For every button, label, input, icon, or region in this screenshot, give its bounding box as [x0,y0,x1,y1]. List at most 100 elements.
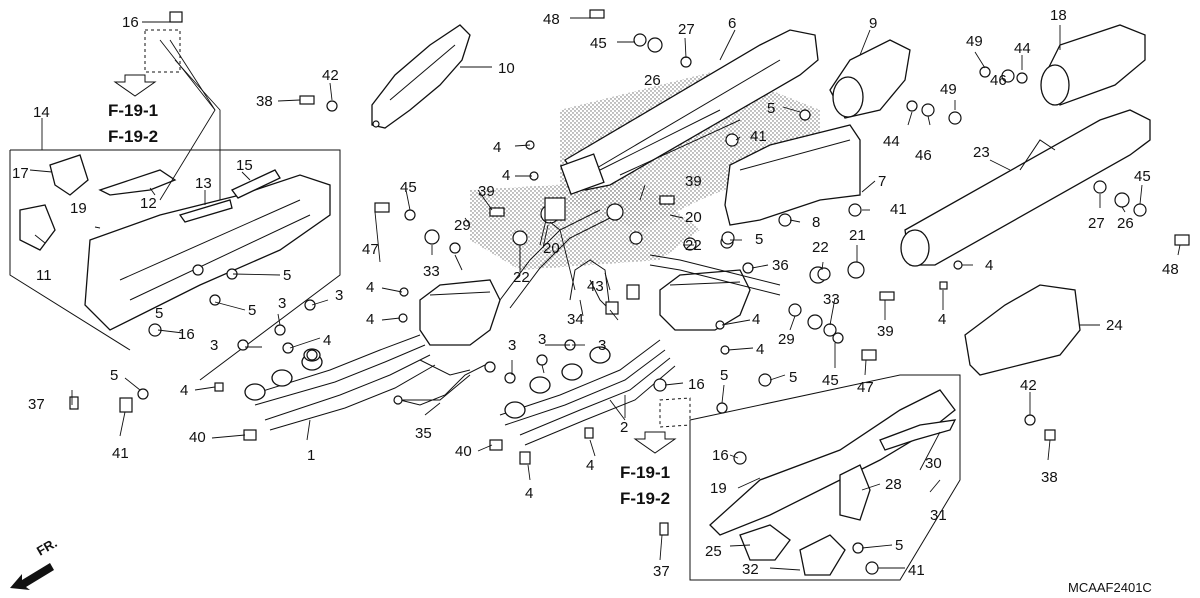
part-label: 14 [33,104,50,121]
reference-arrows [113,74,677,454]
part-label: 43 [587,278,604,295]
part-label: 16 [178,326,195,343]
part-label: 22 [685,237,702,254]
diagram-code: MCAAF2401C [1068,580,1152,595]
part-label: 4 [502,167,510,184]
part-label: 21 [849,227,866,244]
part-label: 19 [70,200,87,217]
catalyst-right [659,269,751,331]
end-cap-18 [1040,24,1146,106]
part-label: 30 [925,455,942,472]
part-label: 4 [366,279,374,296]
part-label: 32 [742,561,759,578]
part-label: 1 [307,447,315,464]
part-label: 44 [883,133,900,150]
part-label: 18 [1050,7,1067,24]
part-label: 4 [752,311,760,328]
part-label: 4 [756,341,764,358]
part-label: 20 [543,240,560,257]
heat-shield-10 [371,24,471,129]
part-label: 38 [1041,469,1058,486]
part-label: 44 [1014,40,1031,57]
part-label: 16 [122,14,139,31]
ref-bottom-2[interactable]: F-19-2 [620,489,670,508]
part-label: 36 [772,257,789,274]
part-label: 17 [12,165,29,182]
part-label: 42 [1020,377,1037,394]
part-label: 41 [750,128,767,145]
heat-shield-24 [964,284,1081,376]
part-label: 39 [877,323,894,340]
part-label: 16 [688,376,705,393]
lower-right-shields [709,389,957,576]
part-label: 26 [1117,215,1134,232]
part-label: 13 [195,175,212,192]
part-label: 5 [895,537,903,554]
ref-top-2[interactable]: F-19-2 [108,127,158,146]
part-label: 41 [112,445,129,462]
part-label: 39 [685,173,702,190]
part-label: 16 [712,447,729,464]
part-label: 45 [822,372,839,389]
shaded-area [470,70,820,270]
part-label: 37 [28,396,45,413]
left-shield-body [19,154,331,331]
reference-dashed-boxes [144,29,691,428]
part-label: 35 [415,425,432,442]
part-label: 45 [590,35,607,52]
part-label: 5 [283,267,291,284]
part-label: 5 [789,369,797,386]
part-label: 20 [685,209,702,226]
part-label: 29 [778,331,795,348]
part-label: 23 [973,144,990,161]
part-label: 48 [1162,261,1179,278]
front-direction-label: FR. [34,535,60,558]
part-label: 10 [498,60,515,77]
part-label: 3 [278,295,286,312]
part-label: 29 [454,217,471,234]
leader-lines [29,17,1181,571]
part-label: 37 [653,563,670,580]
part-label: 40 [455,443,472,460]
part-label: 22 [812,239,829,256]
part-label: 5 [720,367,728,384]
part-label: 28 [885,476,902,493]
part-label: 31 [930,507,947,524]
part-label: 27 [678,21,695,38]
part-label: 5 [155,305,163,322]
part-label: 4 [493,139,501,156]
right-group-frame [689,374,961,581]
heat-shield-7 [724,124,861,226]
part-label: 3 [538,331,546,348]
front-direction-arrow: FR. [10,535,60,590]
part-label: 26 [644,72,661,89]
catalyst-left [419,279,501,346]
part-label: 4 [586,457,594,474]
part-label: 46 [990,72,1007,89]
part-labels: 1 2 3 3 3 3 3 3 4 4 4 4 4 4 4 4 4 4 4 4 … [12,7,1179,580]
part-label: 27 [1088,215,1105,232]
part-label: 4 [525,485,533,502]
part-label: 39 [478,183,495,200]
sensor-cables [393,259,611,406]
part-label: 49 [966,33,983,50]
part-label: 3 [210,337,218,354]
muffler-23 [900,109,1151,267]
part-label: 33 [423,263,440,280]
part-label: 41 [890,201,907,218]
part-label: 4 [180,382,188,399]
part-label: 24 [1106,317,1123,334]
part-label: 45 [400,179,417,196]
left-group-frame [9,149,341,381]
part-label: 15 [236,157,253,174]
part-label: 25 [705,543,722,560]
part-label: 45 [1134,168,1151,185]
part-label: 4 [938,311,946,328]
muffler-6 [559,29,819,196]
ref-top-1[interactable]: F-19-1 [108,101,158,120]
part-label: 9 [869,15,877,32]
ref-bottom-1[interactable]: F-19-1 [620,463,670,482]
part-label: 4 [985,257,993,274]
part-label: 4 [323,332,331,349]
part-label: 19 [710,480,727,497]
